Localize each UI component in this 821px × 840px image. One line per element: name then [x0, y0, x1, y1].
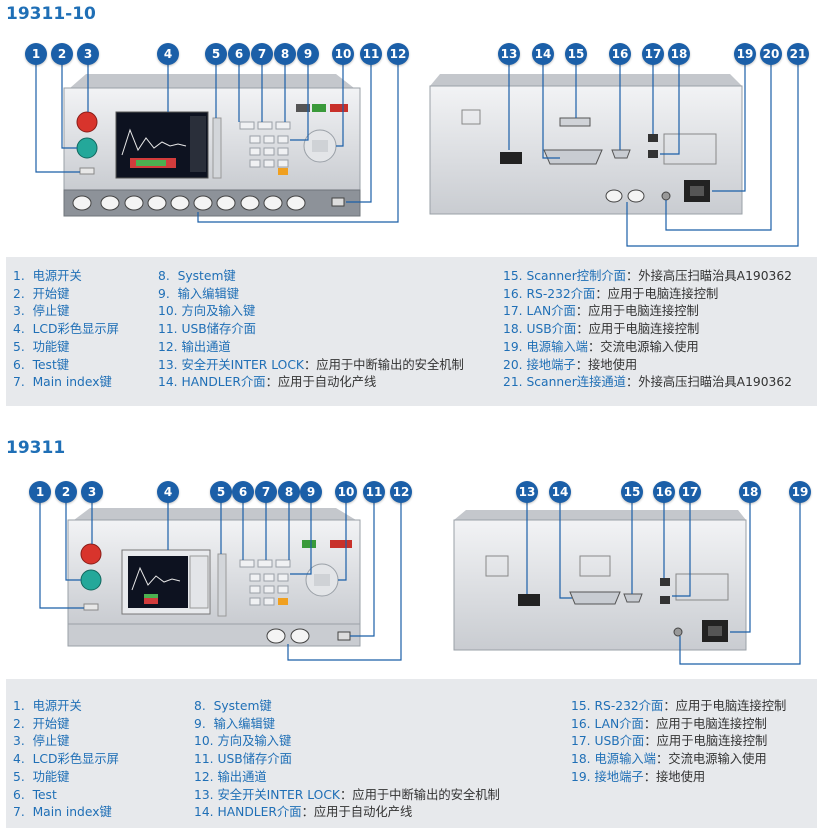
- legend-panel-19311: 1. 电源开关 2. 开始键 3. 停止键 4. LCD彩色显示屏 5. 功能键…: [6, 679, 817, 828]
- legend-item: 12. 输出通道: [194, 769, 500, 787]
- callout-3: 3: [81, 481, 103, 503]
- legend-item: 6. Test: [13, 787, 119, 805]
- legend-item: 7. Main index键: [13, 804, 119, 822]
- callout-18: 18: [739, 481, 761, 503]
- legend-item: 5. 功能键: [13, 769, 119, 787]
- legend-item: 1. 电源开关: [13, 698, 119, 716]
- callout-9: 9: [300, 481, 322, 503]
- legend-item: 13. 安全开关INTER LOCK：应用于中断输出的安全机制: [194, 787, 500, 805]
- callout-10: 10: [335, 481, 357, 503]
- legend-column-2: 8. System键 9. 输入编辑键 10. 方向及输入键 11. USB储存…: [194, 698, 500, 822]
- callout-16: 16: [653, 481, 675, 503]
- callout-2: 2: [55, 481, 77, 503]
- callout-11: 11: [363, 481, 385, 503]
- legend-item: 11. USB储存介面: [194, 751, 500, 769]
- callout-6: 6: [232, 481, 254, 503]
- legend-item: 8. System键: [194, 698, 500, 716]
- legend-item: 16. LAN介面：应用于电脑连接控制: [571, 716, 786, 734]
- callout-19: 19: [789, 481, 811, 503]
- legend-item: 4. LCD彩色显示屏: [13, 751, 119, 769]
- legend-column-3: 15. RS-232介面：应用于电脑连接控制 16. LAN介面：应用于电脑连接…: [571, 698, 786, 787]
- legend-item: 18. 电源输入端：交流电源输入使用: [571, 751, 786, 769]
- legend-item: 14. HANDLER介面：应用于自动化产线: [194, 804, 500, 822]
- legend-item: 3. 停止键: [13, 733, 119, 751]
- callout-14: 14: [549, 481, 571, 503]
- callout-8: 8: [278, 481, 300, 503]
- callout-15: 15: [621, 481, 643, 503]
- legend-item: 19. 接地端子：接地使用: [571, 769, 786, 787]
- legend-item: 17. USB介面：应用于电脑连接控制: [571, 733, 786, 751]
- callout-4: 4: [157, 481, 179, 503]
- callout-5: 5: [210, 481, 232, 503]
- callout-7: 7: [255, 481, 277, 503]
- legend-item: 10. 方向及输入键: [194, 733, 500, 751]
- legend-item: 15. RS-232介面：应用于电脑连接控制: [571, 698, 786, 716]
- legend-column-1: 1. 电源开关 2. 开始键 3. 停止键 4. LCD彩色显示屏 5. 功能键…: [13, 698, 119, 822]
- callout-13: 13: [516, 481, 538, 503]
- callout-12: 12: [390, 481, 412, 503]
- legend-item: 9. 输入编辑键: [194, 716, 500, 734]
- callout-1: 1: [29, 481, 51, 503]
- legend-item: 2. 开始键: [13, 716, 119, 734]
- callout-17: 17: [679, 481, 701, 503]
